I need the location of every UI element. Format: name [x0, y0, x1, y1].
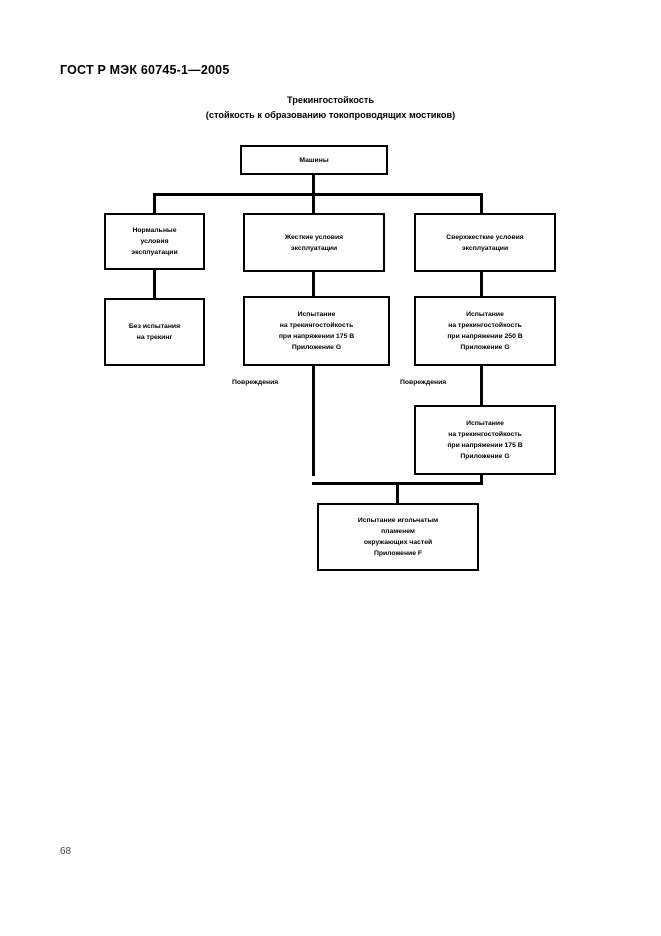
connector-right-col — [480, 272, 483, 298]
node-normal-conditions-label: Нормальные условия эксплуатации — [110, 225, 199, 258]
test-175-middle-line-3: при напряжении 175 В — [278, 333, 355, 340]
node-machines[interactable]: Машины — [240, 145, 388, 175]
very-severe-line-1: Сверхжесткие условия — [446, 233, 524, 241]
connector-test175-drop — [480, 473, 483, 485]
node-test-175-middle[interactable]: Испытание на трекингостойкость при напря… — [243, 296, 390, 366]
node-test-175-middle-label: Испытание на трекингостойкость при напря… — [249, 309, 384, 353]
connector-drop-middle — [312, 193, 315, 215]
node-severe-conditions[interactable]: Жесткие условия эксплуатации — [243, 213, 385, 272]
test-250-line-1: Испытание — [466, 311, 504, 318]
connector-middle-to-merge — [312, 366, 315, 476]
connector-root-drop — [312, 174, 315, 196]
connector-drop-right — [480, 193, 483, 215]
normal-line-2: условия — [140, 238, 169, 245]
node-very-severe-conditions-label: Сверхжесткие условия эксплуатации — [420, 232, 550, 254]
node-needle-flame-test-label: Испытание игольчатым пламенем окружающих… — [323, 515, 473, 559]
node-test-175-right-label: Испытание на трекингостойкость при напря… — [420, 418, 550, 462]
node-severe-conditions-label: Жесткие условия эксплуатации — [249, 232, 379, 254]
edge-label-damage-right: Повреждения — [399, 379, 448, 386]
needle-flame-line-1: Испытание игольчатым — [357, 517, 439, 524]
connector-right-to-test175 — [480, 366, 483, 406]
test-175-right-line-3: при напряжении 175 В — [447, 442, 523, 449]
node-test-250-right-label: Испытание на трекингостойкость при напря… — [420, 309, 550, 353]
test-175-middle-line-4: Приложение G — [291, 344, 342, 351]
test-250-line-2: на трекингостойкость — [448, 322, 522, 329]
normal-line-1: Нормальные — [132, 227, 177, 234]
no-test-line-1: Без испытания — [128, 323, 181, 330]
connector-drop-left — [153, 193, 156, 215]
connector-left-col — [153, 268, 156, 298]
test-175-right-line-4: Приложение G — [460, 453, 510, 460]
node-test-250-right[interactable]: Испытание на трекингостойкость при напря… — [414, 296, 556, 366]
test-250-line-3: при напряжении 250 В — [447, 333, 523, 340]
node-needle-flame-test[interactable]: Испытание игольчатым пламенем окружающих… — [317, 503, 479, 571]
test-175-right-line-2: на трекингостойкость — [448, 431, 522, 438]
test-175-middle-line-2: на трекингостойкость — [279, 322, 354, 329]
needle-flame-line-2: пламенем — [381, 528, 415, 535]
figure-title-line-1: Трекингостойкость — [287, 95, 374, 105]
needle-flame-line-4: Приложение F — [373, 550, 423, 557]
connector-merge-to-needle-flame — [396, 482, 399, 504]
node-test-175-right[interactable]: Испытание на трекингостойкость при напря… — [414, 405, 556, 475]
needle-flame-line-3: окружающих частей — [363, 539, 433, 546]
test-175-right-line-1: Испытание — [466, 420, 504, 427]
edge-label-damage-middle: Повреждения — [231, 379, 280, 386]
severe-line-2: эксплуатации — [290, 244, 338, 252]
standard-header: ГОСТ Р МЭК 60745-1—2005 — [60, 63, 230, 77]
severe-line-1: Жесткие условия — [284, 233, 344, 241]
normal-line-3: эксплуатации — [131, 249, 178, 256]
test-250-line-4: Приложение G — [460, 344, 510, 351]
node-no-test-label: Без испытания на трекинг — [110, 321, 199, 343]
page-number: 68 — [60, 846, 72, 857]
node-very-severe-conditions[interactable]: Сверхжесткие условия эксплуатации — [414, 213, 556, 272]
node-machines-label: Машины — [299, 156, 329, 164]
connector-middle-col — [312, 272, 315, 298]
node-normal-conditions[interactable]: Нормальные условия эксплуатации — [104, 213, 205, 270]
test-175-middle-line-1: Испытание — [297, 311, 336, 318]
node-no-test[interactable]: Без испытания на трекинг — [104, 298, 205, 366]
very-severe-line-2: эксплуатации — [461, 244, 509, 252]
connector-main-bus — [153, 193, 483, 196]
no-test-line-2: на трекинг — [136, 334, 173, 341]
figure-title: Трекингостойкость (стойкость к образован… — [0, 93, 661, 122]
figure-title-line-2: (стойкость к образованию токопроводящих … — [205, 109, 456, 120]
